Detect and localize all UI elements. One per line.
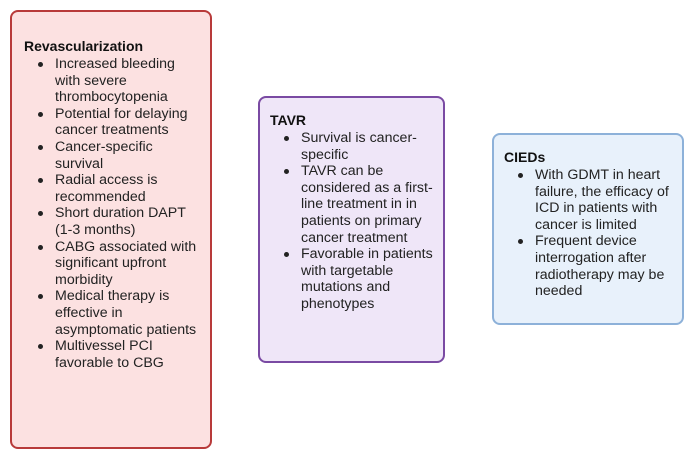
revascularization-title: Revascularization xyxy=(24,38,144,54)
cieds-card: CIEDs With GDMT in heart failure, the ef… xyxy=(492,133,684,325)
list-item: Multivessel PCI favorable to CBG xyxy=(24,338,202,371)
cieds-title: CIEDs xyxy=(504,149,546,165)
list-item: Potential for delaying cancer treatments xyxy=(24,106,202,139)
tavr-card: TAVR Survival is cancer-specific TAVR ca… xyxy=(258,96,445,363)
list-item: Frequent device interrogation after radi… xyxy=(504,233,676,299)
list-item: Survival is cancer-specific xyxy=(270,130,437,163)
cieds-list: With GDMT in heart failure, the efficacy… xyxy=(504,167,676,300)
list-item: With GDMT in heart failure, the efficacy… xyxy=(504,167,676,233)
list-item: Increased bleeding with severe thrombocy… xyxy=(24,56,202,106)
list-item: Favorable in patients with targetable mu… xyxy=(270,246,437,312)
list-item: Cancer-specific survival xyxy=(24,139,202,172)
list-item: TAVR can be considered as a first-line t… xyxy=(270,163,437,246)
tavr-title: TAVR xyxy=(270,112,307,128)
list-item: Radial access is recommended xyxy=(24,172,202,205)
tavr-list: Survival is cancer-specific TAVR can be … xyxy=(270,130,437,313)
revascularization-list: Increased bleeding with severe thrombocy… xyxy=(24,56,202,371)
list-item: Medical therapy is effective in asymptom… xyxy=(24,288,202,338)
list-item: Short duration DAPT (1-3 months) xyxy=(24,205,202,238)
revascularization-card: Revascularization Increased bleeding wit… xyxy=(10,10,212,449)
list-item: CABG associated with significant upfront… xyxy=(24,239,202,289)
